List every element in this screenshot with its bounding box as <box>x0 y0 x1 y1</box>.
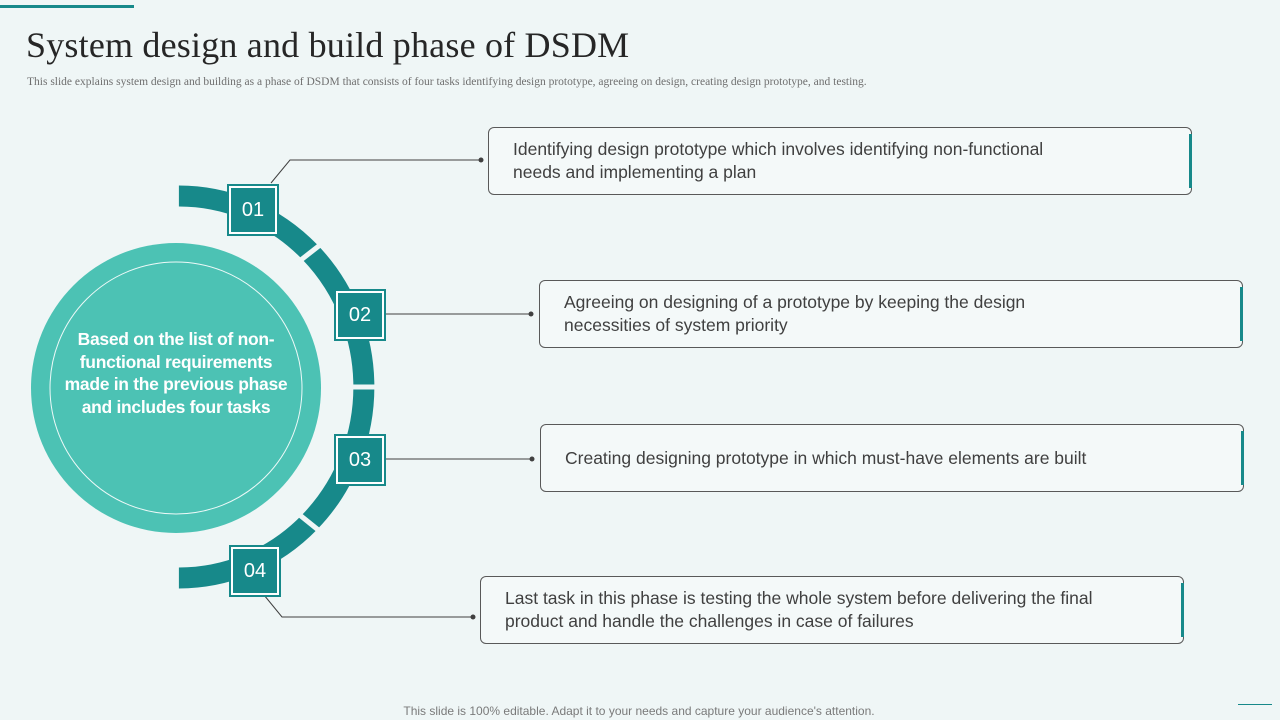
card-edge-accent <box>1241 431 1244 485</box>
slide-title: System design and build phase of DSDM <box>26 25 630 65</box>
arc-separator <box>294 510 329 539</box>
task-card-03: Creating designing prototype in which mu… <box>540 424 1244 492</box>
step-number-02: 02 <box>334 289 386 341</box>
task-card-04: Last task in this phase is testing the w… <box>480 576 1184 644</box>
task-card-01: Identifying design prototype which invol… <box>488 127 1192 195</box>
footer-note: This slide is 100% editable. Adapt it to… <box>403 704 875 718</box>
arc-separator <box>295 236 331 265</box>
connector-line-01 <box>270 159 481 184</box>
connector-line-04 <box>263 594 473 618</box>
center-circle-ring <box>49 261 303 515</box>
connector-dot-02 <box>528 311 534 317</box>
task-card-02: Agreeing on designing of a prototype by … <box>539 280 1243 348</box>
top-accent-bar <box>0 5 134 8</box>
task-text-02: Agreeing on designing of a prototype by … <box>564 292 1026 335</box>
card-edge-accent <box>1189 134 1192 188</box>
step-number-01: 01 <box>227 184 279 236</box>
center-description: Based on the list of non-functional requ… <box>64 329 288 417</box>
card-edge-accent <box>1240 287 1243 341</box>
step-number-04: 04 <box>229 545 281 597</box>
step-number-03: 03 <box>334 434 386 486</box>
connector-dot-03 <box>529 456 535 462</box>
connector-dot-04 <box>470 614 476 620</box>
slide-subtitle: This slide explains system design and bu… <box>27 76 867 88</box>
center-circle <box>31 243 321 533</box>
task-text-04: Last task in this phase is testing the w… <box>505 588 1093 631</box>
corner-accent-line <box>1238 704 1272 705</box>
card-edge-accent <box>1181 583 1184 637</box>
connector-dot-01 <box>478 157 484 163</box>
task-text-03: Creating designing prototype in which mu… <box>565 447 1087 468</box>
task-text-01: Identifying design prototype which invol… <box>513 139 1044 182</box>
